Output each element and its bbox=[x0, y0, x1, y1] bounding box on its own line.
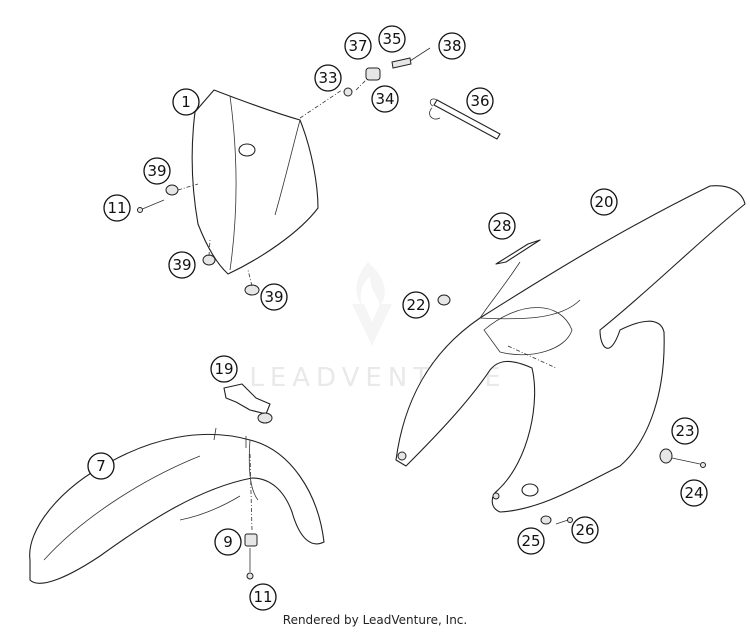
callout-22: 22 bbox=[402, 291, 430, 319]
callout-39-lower-left: 39 bbox=[168, 251, 196, 279]
mask-washers bbox=[137, 183, 260, 296]
svg-text:20: 20 bbox=[594, 193, 613, 211]
callout-11-upper: 11 bbox=[103, 194, 131, 222]
svg-text:9: 9 bbox=[223, 533, 233, 551]
fender-bracket bbox=[223, 383, 273, 424]
svg-text:38: 38 bbox=[442, 37, 461, 55]
svg-text:11: 11 bbox=[107, 199, 126, 217]
callout-11-lower: 11 bbox=[249, 583, 277, 611]
callout-1: 1 bbox=[172, 88, 200, 116]
svg-text:35: 35 bbox=[382, 30, 401, 48]
svg-text:7: 7 bbox=[96, 457, 106, 475]
nut-22 bbox=[437, 294, 451, 306]
callout-36: 36 bbox=[466, 87, 494, 115]
front-fender bbox=[29, 427, 325, 584]
svg-text:36: 36 bbox=[470, 92, 489, 110]
fender-spacer-and-screw bbox=[244, 533, 258, 580]
svg-text:24: 24 bbox=[684, 484, 703, 502]
svg-text:11: 11 bbox=[253, 588, 272, 606]
headlight-mask bbox=[191, 89, 319, 275]
mask-mount-hardware bbox=[343, 47, 431, 97]
callout-33: 33 bbox=[314, 64, 342, 92]
svg-text:39: 39 bbox=[147, 162, 166, 180]
svg-text:34: 34 bbox=[375, 90, 394, 108]
svg-text:25: 25 bbox=[521, 532, 540, 550]
svg-text:33: 33 bbox=[318, 69, 337, 87]
callout-20: 20 bbox=[590, 188, 618, 216]
rubber-strap bbox=[429, 98, 501, 140]
svg-text:19: 19 bbox=[214, 360, 233, 378]
callout-39-upper: 39 bbox=[143, 157, 171, 185]
callout-37: 37 bbox=[344, 32, 372, 60]
callout-25: 25 bbox=[517, 527, 545, 555]
callout-39-lower-right: 39 bbox=[260, 283, 288, 311]
callout-35: 35 bbox=[378, 25, 406, 53]
callout-34: 34 bbox=[371, 85, 399, 113]
svg-text:39: 39 bbox=[172, 256, 191, 274]
rear-fender bbox=[395, 185, 746, 513]
rear-fender-decal bbox=[495, 239, 541, 265]
callout-19: 19 bbox=[210, 355, 238, 383]
footer-credit: Rendered by LeadVenture, Inc. bbox=[282, 613, 468, 627]
watermark-logo bbox=[352, 262, 392, 346]
svg-text:28: 28 bbox=[492, 217, 511, 235]
callout-38: 38 bbox=[438, 32, 466, 60]
svg-text:26: 26 bbox=[575, 521, 594, 539]
side-hardware bbox=[540, 448, 706, 525]
callout-7: 7 bbox=[87, 452, 115, 480]
callout-23: 23 bbox=[671, 417, 699, 445]
svg-text:22: 22 bbox=[406, 296, 425, 314]
callout-26: 26 bbox=[571, 516, 599, 544]
svg-text:23: 23 bbox=[675, 422, 694, 440]
callout-28: 28 bbox=[488, 212, 516, 240]
callout-9: 9 bbox=[214, 528, 242, 556]
svg-text:39: 39 bbox=[264, 288, 283, 306]
callout-24: 24 bbox=[680, 479, 708, 507]
svg-text:37: 37 bbox=[348, 37, 367, 55]
svg-text:1: 1 bbox=[181, 93, 191, 111]
